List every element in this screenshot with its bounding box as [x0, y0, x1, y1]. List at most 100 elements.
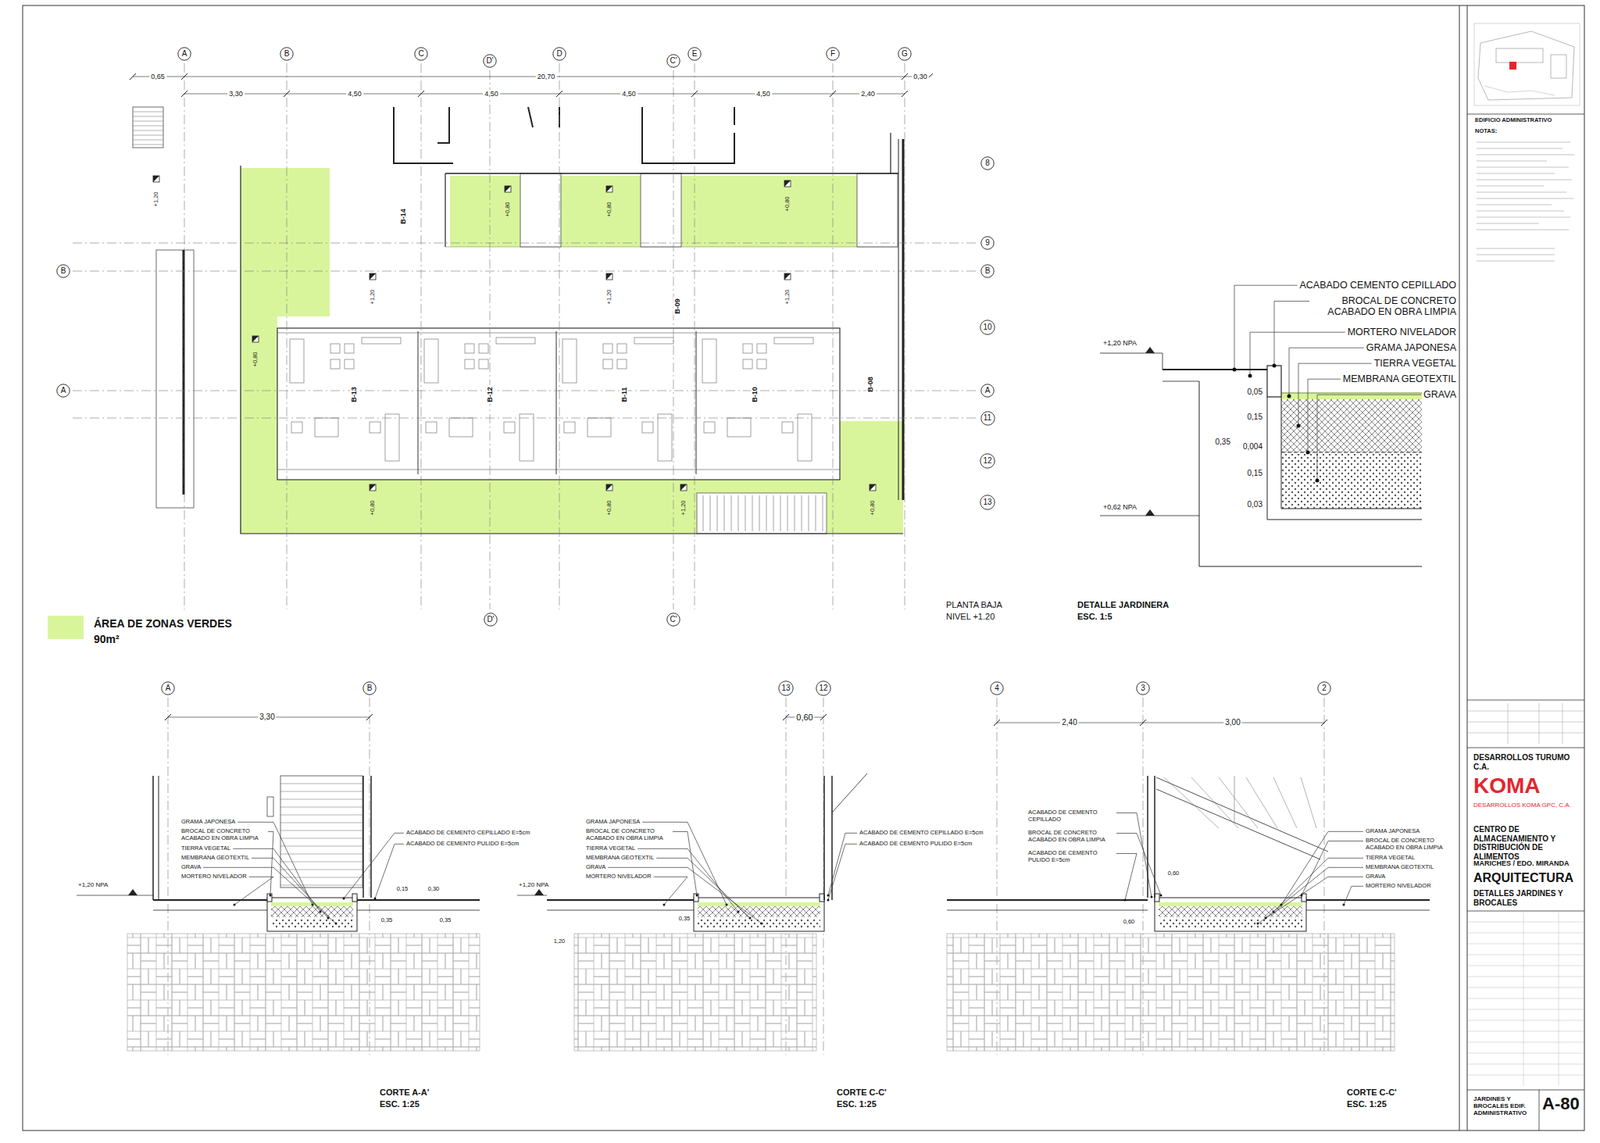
- grid-label: 13: [781, 684, 790, 693]
- dimension: 0,35: [439, 917, 452, 925]
- dimension: 3,00: [1223, 717, 1242, 728]
- level-symbol: [128, 889, 138, 896]
- callout: GRAMA JAPONESA: [585, 818, 640, 826]
- green-zone: [681, 175, 858, 247]
- glazing: [158, 775, 160, 900]
- level-symbol: [869, 484, 876, 491]
- slab-line: [546, 910, 694, 911]
- brocal: [352, 893, 358, 902]
- view-level: NIVEL +1.20: [946, 611, 995, 622]
- title-block-column: [1558, 910, 1560, 1086]
- grid-label: C: [417, 50, 424, 58]
- grid-bubble: 10: [979, 319, 996, 336]
- dimension-tick: [417, 90, 425, 97]
- leader-line: [653, 876, 688, 905]
- brocal: [1154, 893, 1160, 902]
- company-name: DESARROLLOS KOMA GPC, C.A.: [1473, 801, 1572, 809]
- stair-hatch: [1218, 777, 1258, 829]
- level-symbol: [784, 180, 791, 187]
- bubble-circle: [778, 681, 793, 696]
- dimension: 0,30: [911, 72, 929, 81]
- bubble-circle: [1136, 682, 1150, 695]
- bubble-circle: [980, 410, 994, 425]
- level-symbol: [1145, 346, 1155, 354]
- green-zone: [240, 167, 330, 317]
- notes-text-line: [1476, 172, 1555, 174]
- leader-line: [234, 876, 274, 905]
- brocal: [819, 893, 825, 902]
- leader-dot: [1342, 903, 1346, 907]
- gravel-layer: [1281, 453, 1422, 509]
- callout: ACABADO DE CEMENTO PULIDO E=5cm: [859, 840, 972, 848]
- grid-bubble: 4: [989, 681, 1004, 696]
- leader-line: [1116, 813, 1152, 898]
- level-mark: +0,80: [784, 196, 792, 212]
- planter-wall: [1281, 396, 1283, 509]
- discipline: ARQUITECTURA: [1473, 871, 1574, 886]
- grass-line: [1281, 392, 1422, 393]
- dimension: 0,05: [1247, 387, 1263, 397]
- frame-line: [1467, 5, 1468, 1131]
- leader-dot: [335, 922, 338, 925]
- grid-label: 12: [818, 684, 828, 693]
- callout: BROCAL DE CONCRETO ACABADO EN OBRA LIMPI…: [1311, 295, 1457, 318]
- grid-label: D': [485, 57, 493, 65]
- room-code: B-08: [866, 375, 875, 394]
- fixture: [267, 796, 274, 817]
- level-mark: +1,20: [153, 192, 161, 208]
- floor-finish: [1306, 899, 1430, 901]
- grid-bubble: A: [177, 46, 192, 61]
- dimension: 0,35: [678, 915, 691, 923]
- dimension: 0,60: [1123, 918, 1136, 926]
- level-note: +1,20 NPA: [518, 881, 549, 889]
- chair: [330, 359, 340, 369]
- grid-bubble: D': [483, 612, 498, 627]
- slab-line: [1162, 381, 1200, 383]
- grid-bubble: G: [897, 46, 912, 61]
- leader-dot: [1280, 903, 1283, 907]
- callout: GRAMA JAPONESA: [181, 818, 236, 826]
- stair-hatch: [1246, 777, 1278, 829]
- dimension-tick: [556, 90, 563, 97]
- bubble-circle: [280, 47, 293, 61]
- grid-bubble: E: [687, 46, 702, 61]
- grid-line: [72, 271, 978, 272]
- title-block-row: [1467, 965, 1585, 967]
- chair: [369, 421, 381, 433]
- desk: [657, 414, 672, 461]
- grid-bubble: A: [56, 383, 71, 398]
- slab-line: [153, 910, 268, 911]
- floor-finish: [546, 899, 694, 901]
- callout: GRAVA: [181, 864, 201, 872]
- chair: [617, 343, 627, 354]
- planter-divider: [857, 173, 898, 247]
- desk: [587, 417, 611, 437]
- grid-label: G: [901, 50, 908, 58]
- notes-text-line: [1476, 153, 1575, 155]
- floor-finish: [1162, 368, 1268, 371]
- chair: [617, 359, 627, 369]
- dimension-tick: [901, 90, 908, 97]
- level-symbol: [369, 273, 376, 280]
- callout: GRAVA: [585, 864, 606, 872]
- chair: [703, 421, 715, 433]
- level-symbol: [784, 180, 791, 187]
- callout: MORTERO NIVELADOR: [181, 873, 247, 881]
- desk: [314, 417, 339, 437]
- revision-row: [1467, 732, 1585, 734]
- stair-step: [794, 495, 796, 532]
- stair-step: [280, 853, 363, 855]
- leader-line: [1265, 867, 1364, 918]
- stair-step: [780, 495, 782, 532]
- leader-line: [251, 857, 329, 918]
- leader-dot: [319, 910, 322, 914]
- grid-label: 2: [1321, 684, 1327, 693]
- leader-dot: [725, 903, 729, 907]
- stair-step: [745, 495, 747, 532]
- grid-bubble: 13: [778, 680, 794, 697]
- planter-divider: [640, 173, 682, 247]
- callout: MEMBRANA GEOTEXTIL: [181, 854, 250, 862]
- level-note: +1,20 NPA: [1103, 339, 1137, 347]
- level-symbol: [1145, 509, 1155, 516]
- level-symbol: [784, 273, 791, 280]
